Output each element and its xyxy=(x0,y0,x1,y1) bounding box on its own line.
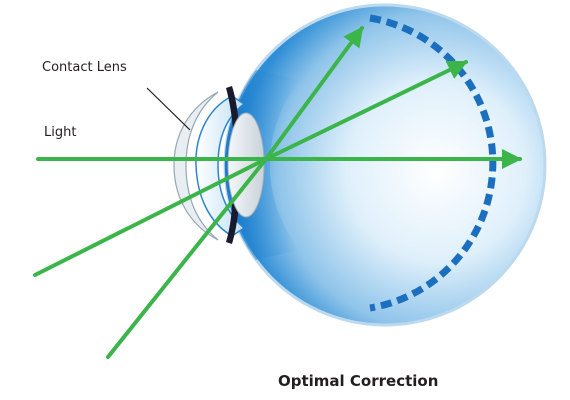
ray-up-right xyxy=(264,26,364,161)
eyeball xyxy=(223,3,547,327)
contact-lens xyxy=(173,91,219,241)
contact-lens-pointer xyxy=(146,87,191,131)
contact-lens-label: Contact Lens xyxy=(42,60,127,75)
light-label: Light xyxy=(44,125,77,140)
retina xyxy=(369,14,497,312)
ray-upper-right xyxy=(264,60,468,161)
caption-text: Optimal Correction xyxy=(278,372,439,390)
ray-lower-left xyxy=(33,157,268,277)
crystalline-lens xyxy=(227,112,265,218)
ray-bottom xyxy=(106,157,268,359)
light-rays xyxy=(33,26,522,359)
